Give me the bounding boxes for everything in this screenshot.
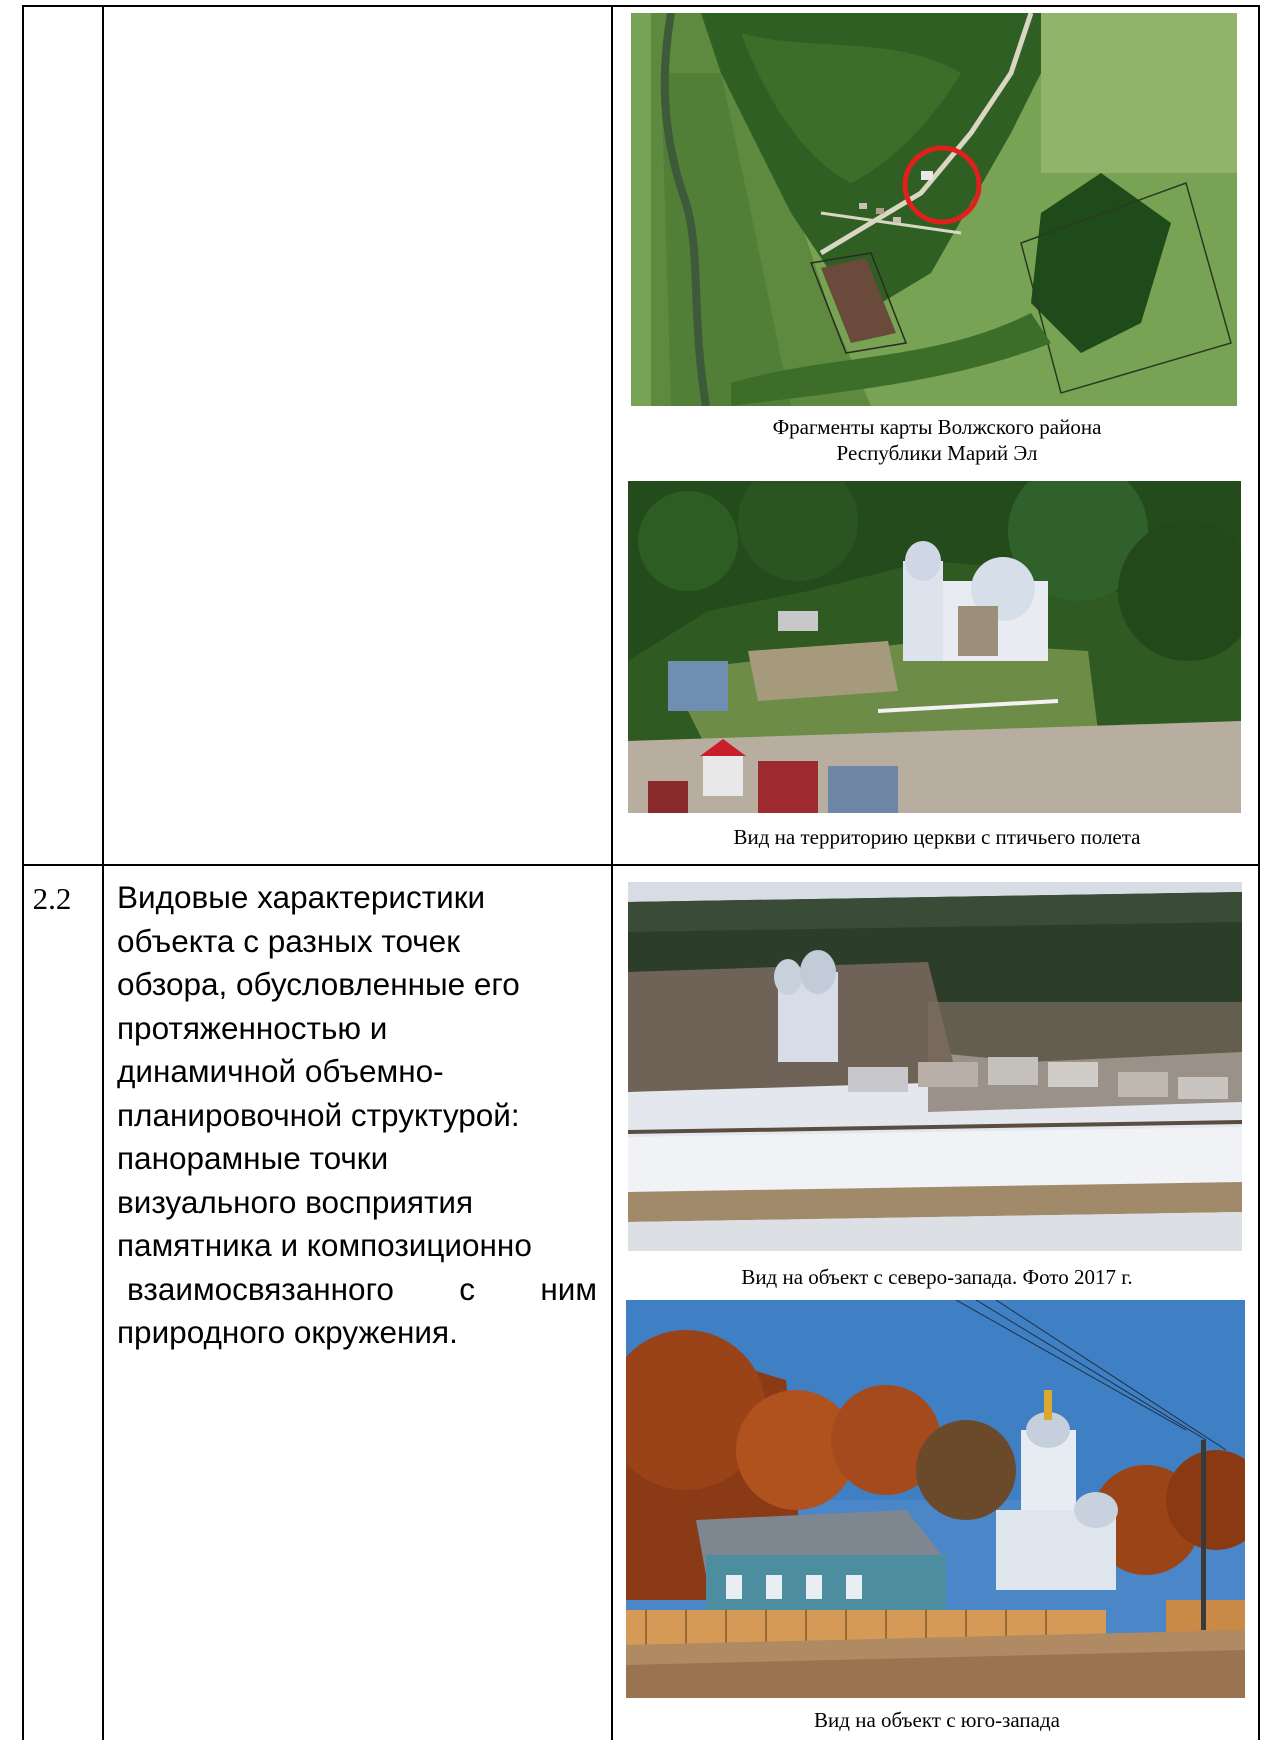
northwest-caption: Вид на объект с северо-запада. Фото 2017… — [741, 1265, 1133, 1289]
description-line: обзора, обусловленные его — [117, 966, 520, 1002]
northwest-view-photo — [628, 882, 1242, 1251]
map-caption-line: Республики Марий Эл — [836, 441, 1038, 465]
description-line: природного окружения. — [117, 1314, 458, 1350]
table-border-top — [22, 5, 1260, 7]
description-line: Видовые характеристики — [117, 879, 486, 915]
table-border-right — [1258, 5, 1260, 1740]
description-line: динамичной объемно- — [117, 1053, 444, 1089]
table-column-divider-2 — [611, 5, 613, 1740]
southwest-view-photo — [626, 1300, 1245, 1698]
section-description: Видовые характеристики объекта с разных … — [117, 876, 597, 1355]
table-column-divider-1 — [102, 5, 104, 1740]
description-line: памятника и композиционно — [117, 1227, 532, 1263]
description-line: панорамные точки — [117, 1140, 389, 1176]
description-line: объекта с разных точек — [117, 922, 460, 959]
table-row-divider — [22, 864, 1260, 866]
table-border-left — [22, 5, 24, 1740]
description-line: планировочной структурой: — [117, 1096, 520, 1133]
aerial-caption: Вид на территорию церкви с птичьего поле… — [733, 825, 1141, 849]
map-caption: Фрагменты карты Волжского района Республ… — [612, 414, 1262, 466]
row-number: 2.2 — [32, 881, 72, 916]
description-line: визуального восприятия — [117, 1183, 474, 1220]
satellite-map-image — [631, 13, 1237, 406]
map-caption-line: Фрагменты карты Волжского района — [772, 415, 1102, 439]
description-line: протяженностью и — [117, 1009, 388, 1046]
description-line: взаимосвязанного с ним — [127, 1270, 597, 1307]
aerial-church-photo — [628, 481, 1241, 813]
southwest-caption: Вид на объект с юго-запада — [814, 1708, 1060, 1732]
